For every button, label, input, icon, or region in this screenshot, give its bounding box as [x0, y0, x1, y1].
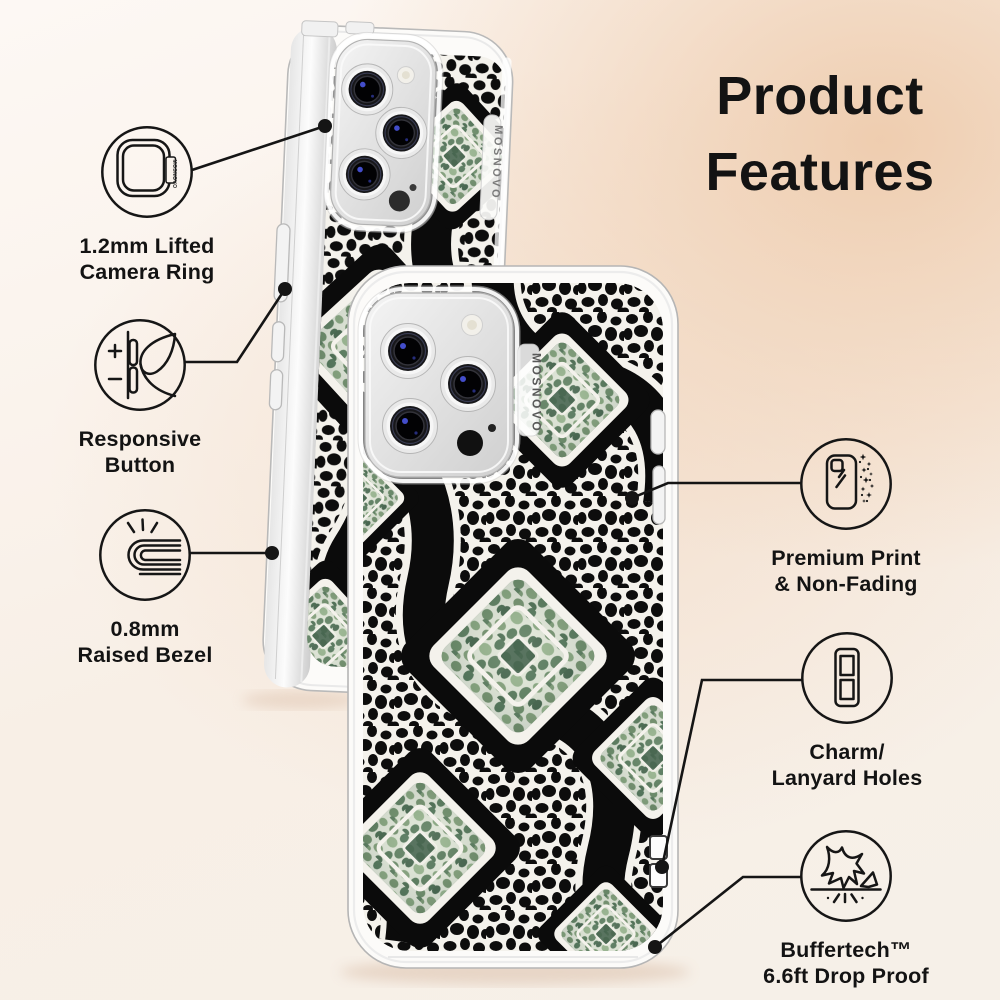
callout-line-charm-holes: [660, 678, 802, 868]
back-phone-camera-module: MOSNOVO: [323, 31, 504, 234]
callout-lines: [184, 124, 802, 949]
callout-line-responsive-button: [184, 288, 287, 364]
front-phone-case-artwork: [363, 283, 663, 951]
charm-lanyard-holes-icon: [801, 632, 893, 724]
sparkle-stars: [858, 453, 875, 503]
back-camera-sensor: [388, 190, 410, 212]
callout-line-camera-ring: [191, 124, 326, 172]
page-title-line1: Product: [716, 66, 924, 126]
front-camera-lens: [439, 355, 497, 413]
feature-label-charm-lanyard-holes: Charm/Lanyard Holes: [771, 740, 923, 790]
page-title: Product Features: [655, 58, 985, 210]
front-phone-power-button: [650, 409, 666, 455]
callout-line-premium-print: [631, 481, 801, 500]
feature-label-premium-print: Premium Print& Non-Fading: [771, 546, 921, 596]
callout-line-drop-proof: [654, 875, 801, 949]
drop-proof-icon: [800, 830, 892, 922]
camera-ring-icon: MOSNOVO: [101, 126, 193, 218]
page-title-line2: Features: [705, 142, 935, 202]
brand-text-icon: MOSNOVO: [171, 160, 177, 189]
front-camera-sensor: [457, 430, 483, 456]
raised-bezel-icon: [99, 509, 191, 601]
phone-front: MOSNOVO: [347, 265, 679, 969]
back-phone-shadow: [242, 691, 358, 709]
brand-text-front-phone: MOSNOVO: [530, 353, 544, 433]
front-camera-lens: [381, 397, 439, 455]
front-phone-camera-module: [357, 285, 521, 485]
brand-text-back-phone: MOSNOVO: [489, 125, 504, 200]
plus-glyph: [107, 343, 123, 359]
premium-print-icon: [800, 438, 892, 530]
feature-premium-print: Premium Print& Non-Fading: [731, 436, 961, 597]
feature-charm-lanyard-holes: Charm/Lanyard Holes: [732, 630, 962, 791]
callout-dots: [265, 119, 669, 954]
front-camera-lens: [379, 322, 437, 380]
responsive-button-icon: [94, 319, 186, 411]
